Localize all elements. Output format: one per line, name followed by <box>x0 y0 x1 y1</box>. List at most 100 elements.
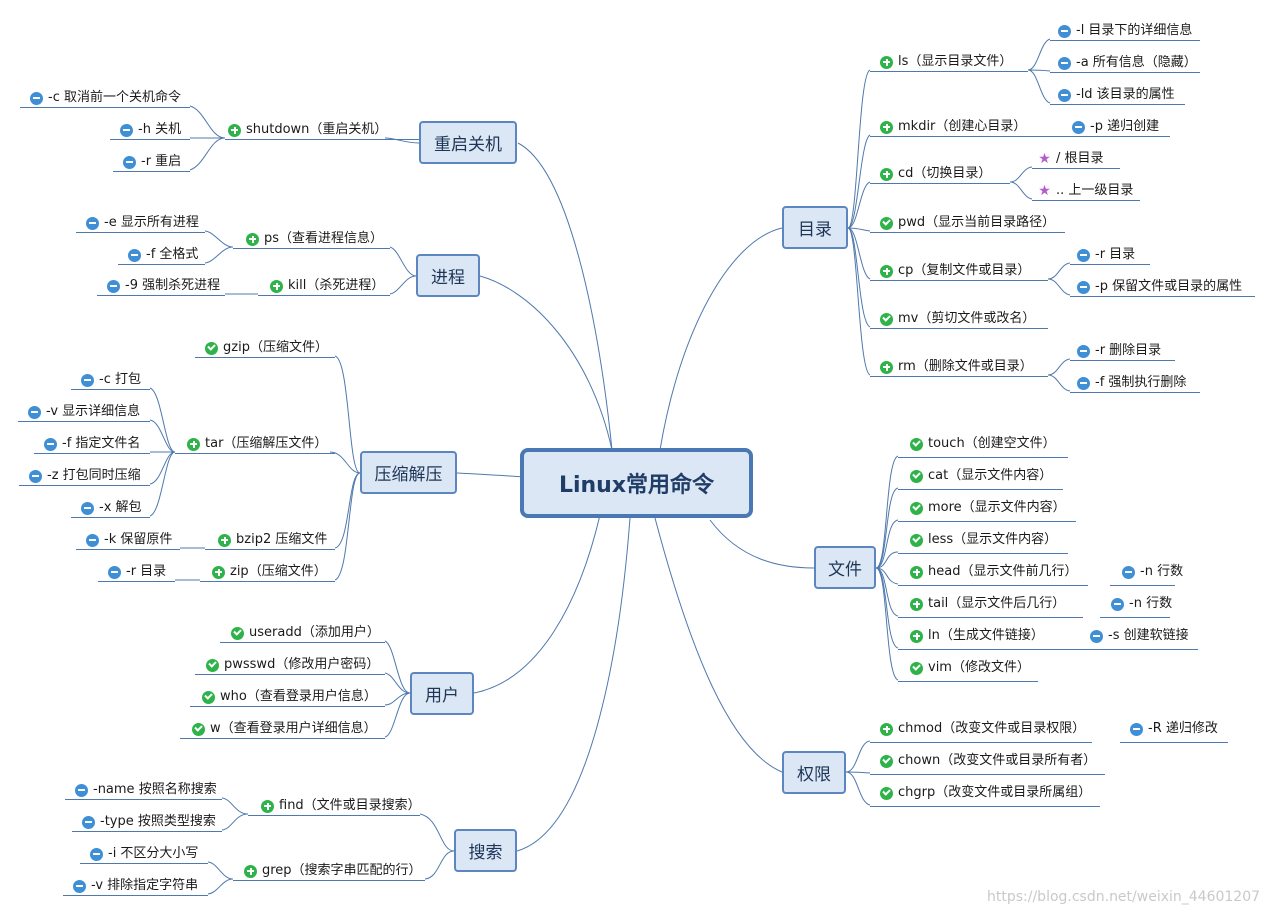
topic-compress[interactable]: 压缩解压 <box>360 451 457 494</box>
minus-icon[interactable] <box>1072 120 1085 134</box>
plus-icon[interactable] <box>880 360 893 374</box>
minus-icon[interactable] <box>44 437 57 451</box>
w-command[interactable]: w（查看登录用户详细信息） <box>192 720 377 738</box>
minus-icon[interactable] <box>1090 629 1103 643</box>
head-option-n[interactable]: -n 行数 <box>1122 563 1183 581</box>
minus-icon[interactable] <box>1077 248 1090 262</box>
minus-icon[interactable] <box>30 91 43 105</box>
find-option-type[interactable]: -type 按照类型搜索 <box>82 813 216 831</box>
check-icon[interactable] <box>880 312 893 326</box>
check-icon[interactable] <box>206 658 219 672</box>
topic-shutdown[interactable]: 重启关机 <box>419 121 517 164</box>
cp-command[interactable]: cp（复制文件或目录） <box>880 262 1030 280</box>
topic-search[interactable]: 搜索 <box>454 829 517 872</box>
topic-process[interactable]: 进程 <box>416 254 480 297</box>
shutdown-option-r[interactable]: -r 重启 <box>123 153 181 171</box>
topic-permission[interactable]: 权限 <box>782 751 846 794</box>
minus-icon[interactable] <box>1077 376 1090 390</box>
plus-icon[interactable] <box>270 279 283 293</box>
ls-option-a[interactable]: -a 所有信息（隐藏） <box>1058 54 1197 72</box>
kill-command[interactable]: kill（杀死进程） <box>270 277 384 295</box>
minus-icon[interactable] <box>86 533 99 547</box>
tail-command[interactable]: tail（显示文件后几行） <box>910 595 1065 613</box>
minus-icon[interactable] <box>75 783 88 797</box>
grep-command[interactable]: grep（搜索字串匹配的行） <box>244 862 422 880</box>
check-icon[interactable] <box>880 216 893 230</box>
plus-icon[interactable] <box>212 565 225 579</box>
rm-option-f[interactable]: -f 强制执行删除 <box>1077 374 1186 392</box>
pwd-command[interactable]: pwd（显示当前目录路径） <box>880 214 1055 232</box>
plus-icon[interactable] <box>880 264 893 278</box>
minus-icon[interactable] <box>120 123 133 137</box>
plus-icon[interactable] <box>261 799 274 813</box>
minus-icon[interactable] <box>81 501 94 515</box>
find-option-name[interactable]: -name 按照名称搜索 <box>75 781 217 799</box>
mv-command[interactable]: mv（剪切文件或改名） <box>880 310 1035 328</box>
cd-option-parent[interactable]: ★.. 上一级目录 <box>1038 182 1133 200</box>
chgrp-command[interactable]: chgrp（改变文件或目录所属组） <box>880 784 1091 802</box>
minus-icon[interactable] <box>1077 280 1090 294</box>
tar-command[interactable]: tar（压缩解压文件） <box>187 435 327 453</box>
chmod-command[interactable]: chmod（改变文件或目录权限） <box>880 720 1085 738</box>
minus-icon[interactable] <box>128 248 141 262</box>
check-icon[interactable] <box>192 722 205 736</box>
rm-option-r[interactable]: -r 删除目录 <box>1077 342 1161 360</box>
minus-icon[interactable] <box>82 815 95 829</box>
cp-option-r[interactable]: -r 目录 <box>1077 246 1135 264</box>
check-icon[interactable] <box>910 501 923 515</box>
plus-icon[interactable] <box>880 55 893 69</box>
plus-icon[interactable] <box>187 437 200 451</box>
shutdown-option-c[interactable]: -c 取消前一个关机命令 <box>30 89 181 107</box>
plus-icon[interactable] <box>218 533 231 547</box>
minus-icon[interactable] <box>28 405 41 419</box>
find-command[interactable]: find（文件或目录搜索） <box>261 797 421 815</box>
star-icon[interactable]: ★ <box>1038 150 1051 167</box>
plus-icon[interactable] <box>228 123 241 137</box>
vim-command[interactable]: vim（修改文件） <box>910 659 1030 677</box>
mkdir-option-p[interactable]: -p 递归创建 <box>1072 118 1159 136</box>
bzip2-command[interactable]: bzip2 压缩文件 <box>218 531 327 549</box>
check-icon[interactable] <box>910 661 923 675</box>
ls-command[interactable]: ls（显示目录文件） <box>880 53 1012 71</box>
plus-icon[interactable] <box>880 722 893 736</box>
check-icon[interactable] <box>880 754 893 768</box>
tar-option-z[interactable]: -z 打包同时压缩 <box>29 467 141 485</box>
check-icon[interactable] <box>910 437 923 451</box>
root-topic[interactable]: Linux常用命令 <box>520 448 753 518</box>
less-command[interactable]: less（显示文件内容） <box>910 531 1057 549</box>
tar-option-v[interactable]: -v 显示详细信息 <box>28 403 140 421</box>
ln-option-s[interactable]: -s 创建软链接 <box>1090 627 1189 645</box>
check-icon[interactable] <box>231 626 244 640</box>
plus-icon[interactable] <box>910 629 923 643</box>
plus-icon[interactable] <box>880 167 893 181</box>
cd-command[interactable]: cd（切换目录） <box>880 165 991 183</box>
zip-command[interactable]: zip（压缩文件） <box>212 563 327 581</box>
tar-option-c[interactable]: -c 打包 <box>81 371 141 389</box>
topic-user[interactable]: 用户 <box>410 672 474 715</box>
shutdown-command[interactable]: shutdown（重启关机） <box>228 121 387 139</box>
minus-icon[interactable] <box>107 279 120 293</box>
minus-icon[interactable] <box>1130 722 1143 736</box>
check-icon[interactable] <box>910 469 923 483</box>
ls-option-ld[interactable]: -ld 该目录的属性 <box>1058 86 1175 104</box>
minus-icon[interactable] <box>1111 597 1124 611</box>
ls-option-l[interactable]: -l 目录下的详细信息 <box>1058 22 1192 40</box>
mkdir-command[interactable]: mkdir（创建心目录） <box>880 118 1026 136</box>
tail-option-n[interactable]: -n 行数 <box>1111 595 1172 613</box>
minus-icon[interactable] <box>108 565 121 579</box>
minus-icon[interactable] <box>1058 56 1071 70</box>
who-command[interactable]: who（查看登录用户信息） <box>202 688 377 706</box>
minus-icon[interactable] <box>73 879 86 893</box>
plus-icon[interactable] <box>880 120 893 134</box>
minus-icon[interactable] <box>81 373 94 387</box>
minus-icon[interactable] <box>90 847 103 861</box>
minus-icon[interactable] <box>1077 344 1090 358</box>
cp-option-p[interactable]: -p 保留文件或目录的属性 <box>1077 278 1242 296</box>
kill-option-9[interactable]: -9 强制杀死进程 <box>107 277 220 295</box>
minus-icon[interactable] <box>29 469 42 483</box>
head-command[interactable]: head（显示文件前几行） <box>910 563 1077 581</box>
tar-option-f[interactable]: -f 指定文件名 <box>44 435 140 453</box>
cd-option-root[interactable]: ★/ 根目录 <box>1038 150 1103 168</box>
grep-option-v[interactable]: -v 排除指定字符串 <box>73 877 198 895</box>
star-icon[interactable]: ★ <box>1038 182 1051 199</box>
